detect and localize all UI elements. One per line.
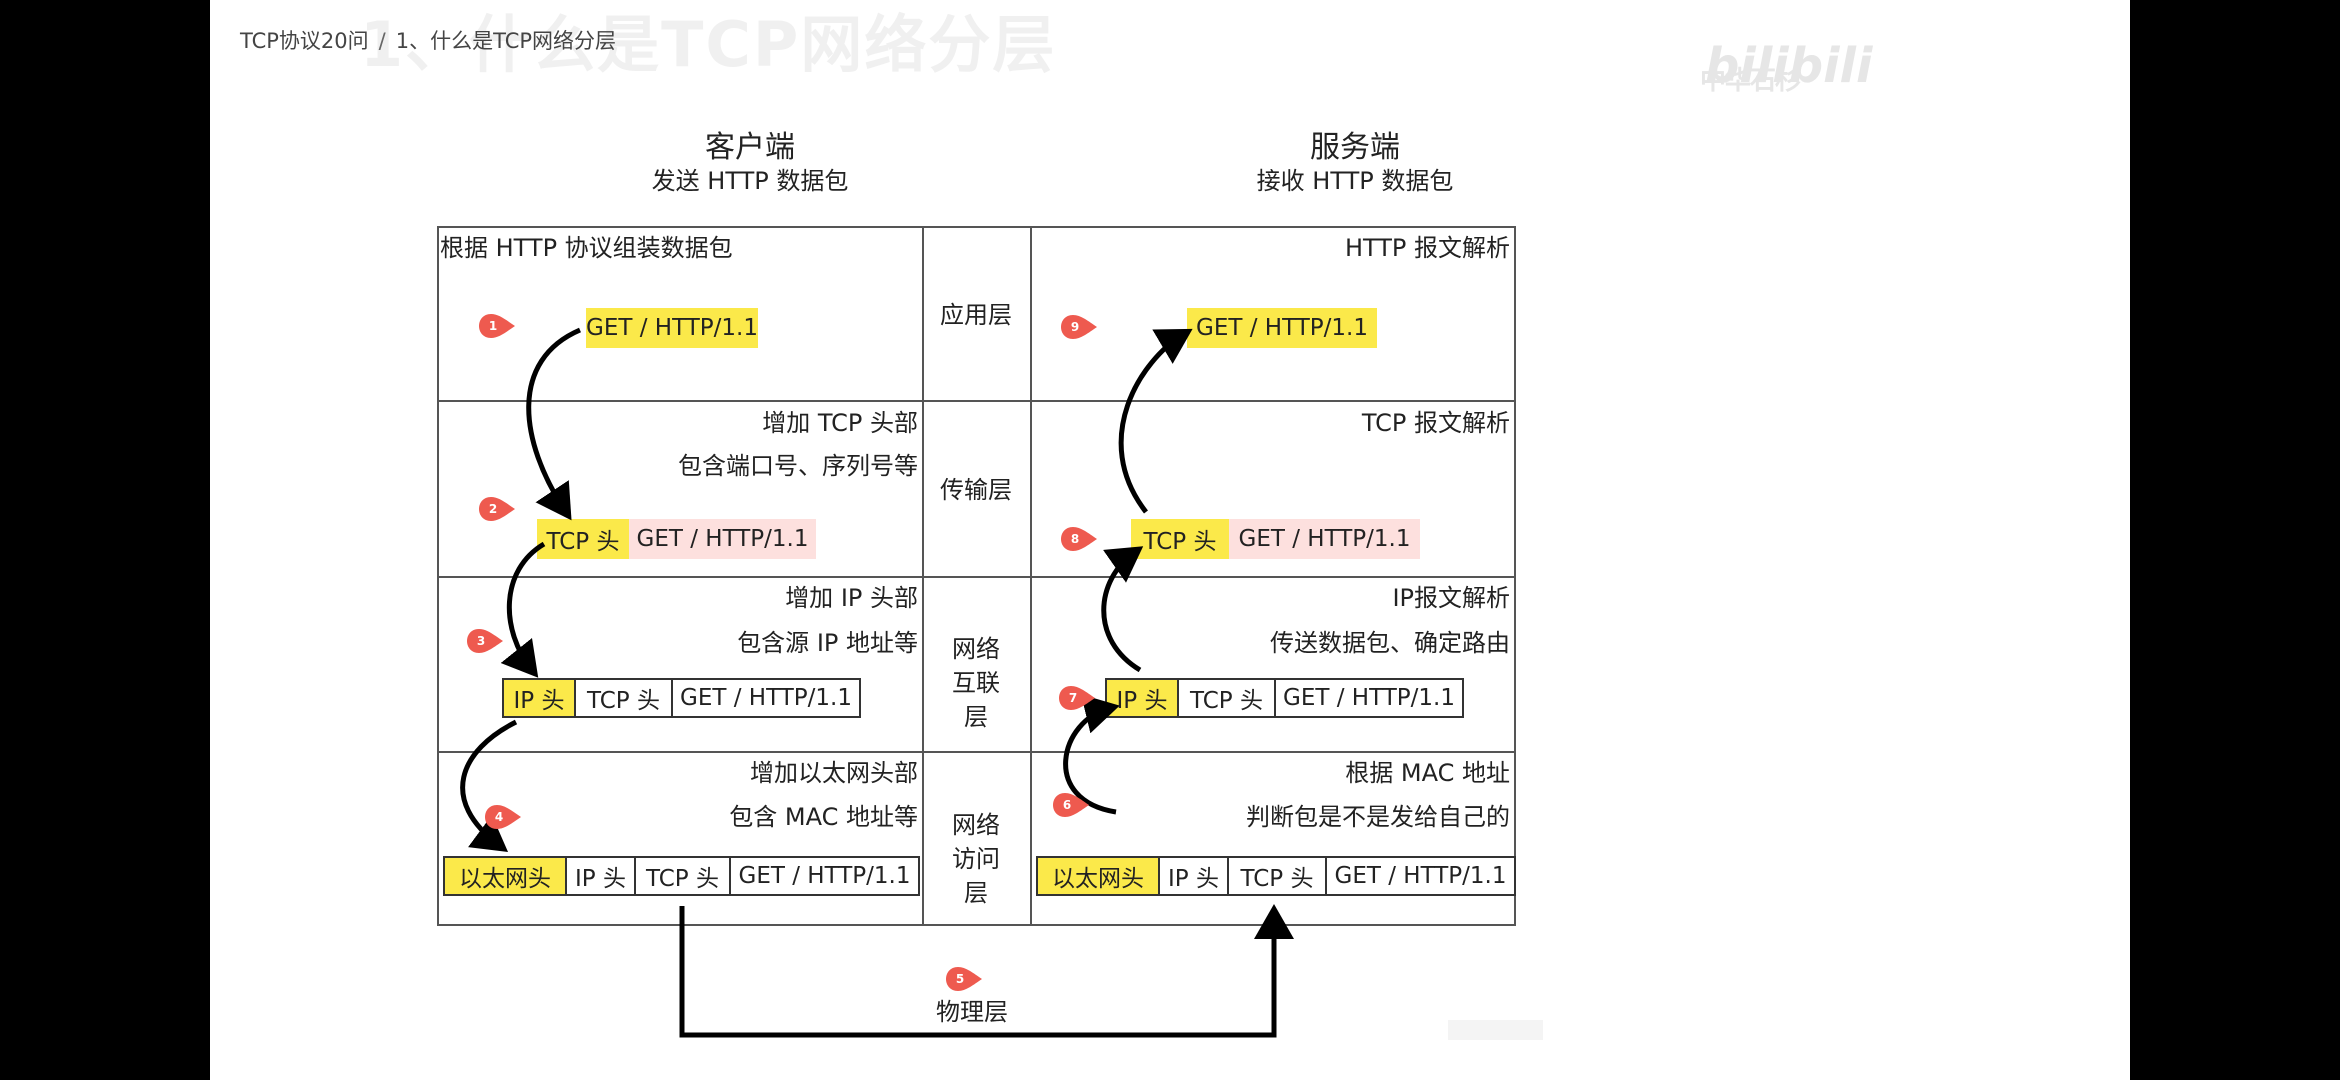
breadcrumb: TCP协议20问 / 1、什么是TCP网络分层 (240, 25, 616, 55)
server-note-app: HTTP 报文解析 (1344, 234, 1510, 262)
arrow-step-2-3 (500, 541, 546, 678)
packet-ip-segment: IP 头 (565, 858, 634, 894)
content-page: 1、什么是TCP网络分层 TCP协议20问/1、什么是TCP网络分层 中华石杉 … (210, 0, 2130, 1080)
background-title: 1、什么是TCP网络分层 (360, 8, 1057, 81)
arrow-step-8-9 (1118, 328, 1193, 514)
client-packet-access: 以太网头 IP 头 TCP 头 GET / HTTP/1.1 (443, 856, 920, 896)
step-marker-2: 2 (478, 496, 516, 522)
client-note-access-1: 增加以太网头部 (750, 759, 918, 787)
grid-top (437, 226, 1516, 228)
grid-bottom (437, 924, 1516, 926)
step-marker-8: 8 (1060, 526, 1098, 552)
arrow-step-7-8 (1101, 546, 1144, 673)
packet-http-segment: GET / HTTP/1.1 (1325, 858, 1514, 894)
server-subtitle: 接收 HTTP 数据包 (1256, 167, 1454, 195)
layer-label-access: 网络访问层 (952, 811, 1000, 907)
client-subtitle: 发送 HTTP 数据包 (651, 167, 849, 195)
breadcrumb-root[interactable]: TCP协议20问 (240, 29, 369, 53)
grid-col-mid-1 (922, 226, 924, 926)
client-packet-network: IP 头 TCP 头 GET / HTTP/1.1 (502, 678, 861, 718)
watermark-text: 中华石杉 (1700, 66, 1801, 96)
server-title: 服务端 (1310, 130, 1400, 165)
grid-row-3 (437, 751, 1516, 753)
client-note-network-2: 包含源 IP 地址等 (737, 629, 918, 657)
step-marker-7: 7 (1058, 685, 1096, 711)
server-note-access-2: 判断包是不是发给自己的 (1246, 803, 1510, 831)
server-note-network-1: IP报文解析 (1392, 584, 1510, 612)
packet-tcp-segment: TCP 头 (634, 858, 729, 894)
placeholder-box (1448, 1020, 1543, 1040)
step-marker-6: 6 (1052, 792, 1090, 818)
client-note-app: 根据 HTTP 协议组装数据包 (440, 234, 733, 262)
client-note-transport-1: 增加 TCP 头部 (762, 409, 918, 437)
packet-tcp-segment: TCP 头 (1177, 680, 1274, 716)
server-note-access-1: 根据 MAC 地址 (1345, 759, 1510, 787)
client-header: 客户端 发送 HTTP 数据包 (580, 130, 920, 196)
packet-tcp-segment: TCP 头 (537, 519, 629, 559)
bilibili-logo: bilibili (1705, 38, 1873, 94)
packet-ip-segment: IP 头 (1158, 858, 1227, 894)
step-marker-1: 1 (478, 313, 516, 339)
client-packet-application: GET / HTTP/1.1 (586, 308, 758, 348)
step-marker-9: 9 (1060, 314, 1098, 340)
server-packet-network: IP 头 TCP 头 GET / HTTP/1.1 (1105, 678, 1464, 718)
client-packet-transport: TCP 头 GET / HTTP/1.1 (537, 519, 816, 559)
grid-col-mid-2 (1030, 226, 1032, 926)
step-marker-3: 3 (466, 628, 504, 654)
packet-http-segment: GET / HTTP/1.1 (1187, 308, 1377, 348)
packet-ip-segment: IP 头 (1107, 680, 1177, 716)
server-note-transport: TCP 报文解析 (1361, 409, 1510, 437)
packet-http-segment: GET / HTTP/1.1 (1229, 519, 1420, 559)
physical-layer-label: 物理层 (936, 998, 1008, 1026)
grid-col-right (1514, 226, 1516, 926)
packet-tcp-segment: TCP 头 (574, 680, 671, 716)
step-marker-4: 4 (484, 804, 522, 830)
server-packet-application: GET / HTTP/1.1 (1187, 308, 1377, 348)
packet-eth-segment: 以太网头 (445, 858, 565, 894)
grid-row-1 (437, 400, 1516, 402)
server-packet-access: 以太网头 IP 头 TCP 头 GET / HTTP/1.1 (1036, 856, 1516, 896)
client-note-transport-2: 包含端口号、序列号等 (678, 452, 918, 480)
packet-ip-segment: IP 头 (504, 680, 574, 716)
grid-row-2 (437, 576, 1516, 578)
packet-tcp-segment: TCP 头 (1227, 858, 1325, 894)
grid-col-left (437, 226, 439, 926)
server-header: 服务端 接收 HTTP 数据包 (1185, 130, 1525, 196)
server-packet-transport: TCP 头 GET / HTTP/1.1 (1131, 519, 1420, 559)
breadcrumb-current: 1、什么是TCP网络分层 (395, 29, 617, 53)
breadcrumb-separator: / (378, 29, 386, 53)
server-note-network-2: 传送数据包、确定路由 (1270, 629, 1510, 657)
arrow-step-1-2 (526, 327, 581, 521)
packet-http-segment: GET / HTTP/1.1 (586, 308, 758, 348)
packet-eth-segment: 以太网头 (1038, 858, 1158, 894)
packet-http-segment: GET / HTTP/1.1 (1274, 680, 1462, 716)
packet-http-segment: GET / HTTP/1.1 (629, 519, 816, 559)
packet-http-segment: GET / HTTP/1.1 (671, 680, 859, 716)
packet-http-segment: GET / HTTP/1.1 (729, 858, 918, 894)
client-note-access-2: 包含 MAC 地址等 (729, 803, 918, 831)
client-title: 客户端 (705, 130, 795, 165)
layer-label-application: 应用层 (940, 301, 1012, 329)
layer-label-internet: 网络互联层 (952, 635, 1000, 731)
client-note-network-1: 增加 IP 头部 (785, 584, 918, 612)
packet-tcp-segment: TCP 头 (1131, 519, 1229, 559)
step-marker-5: 5 (945, 966, 983, 992)
layer-label-transport: 传输层 (940, 476, 1012, 504)
